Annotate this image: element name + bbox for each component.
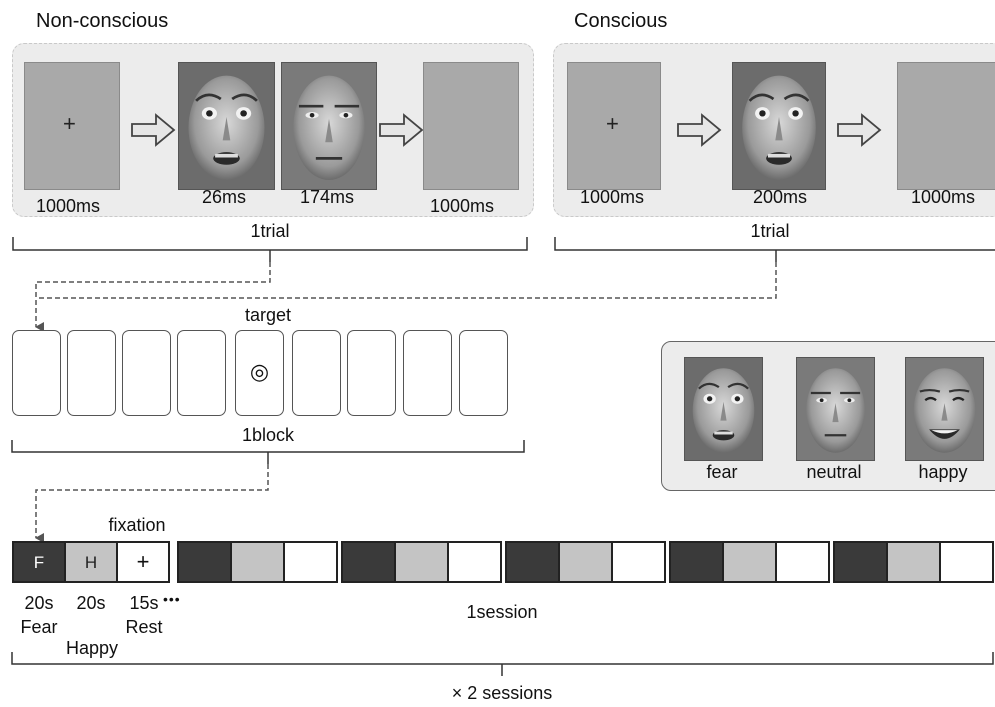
happy-label: Happy	[65, 638, 119, 658]
fear-face-image	[178, 62, 275, 190]
fixation-screen: +	[24, 62, 120, 190]
fear-block-segment	[505, 541, 560, 583]
trial-to-block-connector	[35, 262, 271, 332]
trial-cell	[403, 330, 452, 416]
fear-label: Fear	[20, 617, 58, 637]
fixation-screen: +	[567, 62, 661, 190]
trial-cell	[292, 330, 341, 416]
trial-cell	[459, 330, 508, 416]
duration-label: 1000ms	[579, 187, 645, 207]
fear-block-segment	[177, 541, 232, 583]
session-label: 1session	[466, 602, 538, 622]
rest-block-segment	[611, 541, 666, 583]
rest-block-segment	[447, 541, 502, 583]
fear-face-image	[684, 357, 763, 461]
neutral-face-image	[796, 357, 875, 461]
happy-block-segment	[558, 541, 613, 583]
duration-label: 1000ms	[35, 196, 101, 216]
happy-face-image	[905, 357, 984, 461]
trial-bracket	[12, 237, 528, 251]
rest-block-segment	[939, 541, 994, 583]
happy-block-segment: H	[64, 541, 118, 583]
legend-label-neutral: neutral	[806, 462, 862, 482]
target-icon: ◎	[249, 359, 270, 384]
trial-label: 1trial	[250, 221, 290, 241]
target-trial-cell: ◎	[235, 330, 284, 416]
trial-cell	[122, 330, 171, 416]
blank-screen	[897, 62, 995, 190]
rest-block-segment	[775, 541, 830, 583]
happy-segment-letter: H	[84, 553, 98, 572]
rest-segment-cross: +	[136, 549, 150, 574]
trial-label: 1trial	[750, 221, 790, 241]
blank-screen	[423, 62, 519, 190]
happy-block-segment	[886, 541, 941, 583]
block-label: 1block	[241, 425, 295, 445]
nonconscious-title: Non-conscious	[36, 10, 169, 32]
happy-block-segment	[722, 541, 777, 583]
block-to-session-connector	[35, 464, 269, 543]
rest-block-segment	[283, 541, 338, 583]
fixation-cross: +	[606, 111, 619, 136]
trial-to-block-connector	[36, 262, 777, 299]
trial-cell	[67, 330, 116, 416]
duration-label: 1000ms	[429, 196, 495, 216]
happy-duration: 20s	[76, 593, 106, 613]
fear-block-segment	[833, 541, 888, 583]
fear-segment-letter: F	[33, 553, 45, 572]
duration-label: 174ms	[299, 187, 355, 207]
legend-label-happy: happy	[918, 462, 968, 482]
session-bracket	[11, 652, 994, 665]
neutral-face-image	[281, 62, 377, 190]
target-label: target	[244, 305, 292, 325]
trial-cell	[12, 330, 61, 416]
duration-label: 1000ms	[910, 187, 976, 207]
fear-block-segment	[669, 541, 724, 583]
fear-face-image	[732, 62, 826, 190]
legend-label-fear: fear	[706, 462, 738, 482]
duration-label: 200ms	[752, 187, 808, 207]
fixation-label: fixation	[108, 515, 166, 535]
happy-block-segment	[230, 541, 285, 583]
duration-label: 26ms	[201, 187, 247, 207]
rest-duration: 15s	[129, 593, 159, 613]
rest-block-segment: +	[116, 541, 170, 583]
happy-block-segment	[394, 541, 449, 583]
fear-block-segment: F	[12, 541, 66, 583]
fear-duration: 20s	[24, 593, 54, 613]
trial-bracket	[554, 237, 995, 251]
sessions-count-label: × 2 sessions	[451, 683, 553, 703]
rest-label: Rest	[125, 617, 163, 637]
trial-cell	[347, 330, 396, 416]
fixation-cross: +	[63, 111, 76, 136]
trial-cell	[177, 330, 226, 416]
conscious-title: Conscious	[574, 10, 668, 32]
fear-block-segment	[341, 541, 396, 583]
expression-legend: fear neutral happy	[661, 341, 995, 491]
ellipsis: •••	[163, 591, 181, 607]
